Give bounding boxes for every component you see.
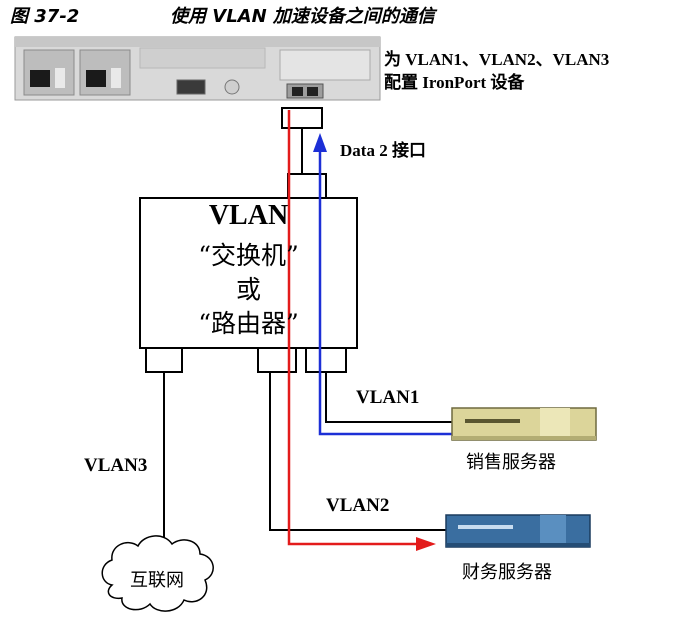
- red-arrowhead: [416, 537, 436, 551]
- internet-cloud-icon: [101, 535, 214, 612]
- finance-server-icon: [445, 514, 591, 548]
- sales-server-icon: [451, 407, 597, 441]
- vlan3-port: [145, 347, 183, 373]
- data2-port-label: Data 2 接口: [340, 141, 426, 160]
- vlan3-label: VLAN3: [84, 455, 148, 476]
- appliance-caption-line1: 为 VLAN1、VLAN2、VLAN3: [384, 50, 610, 69]
- vlan2-port: [257, 347, 297, 373]
- ironport-appliance: [14, 36, 381, 101]
- switch-line-4: “路由器”: [198, 309, 299, 338]
- blue-traffic-path: [318, 150, 452, 436]
- appliance-caption-line2: 配置 IronPort 设备: [384, 73, 525, 92]
- vlan1-cable: [325, 372, 452, 423]
- appliance-caption: 为 VLAN1、VLAN2、VLAN3 配置 IronPort 设备: [384, 48, 609, 94]
- blue-arrowhead: [313, 133, 327, 152]
- switch-line-3: 或: [235, 275, 261, 304]
- internet-label: 互联网: [130, 570, 184, 591]
- power-supply-1: [23, 49, 75, 96]
- finance-server-label: 财务服务器: [462, 562, 552, 583]
- vlan1-port: [305, 347, 347, 373]
- ethernet-ports: [286, 83, 324, 99]
- figure-number: 图 37-2: [10, 6, 80, 27]
- sales-server-label: 销售服务器: [466, 452, 556, 473]
- switch-title: VLAN: [208, 200, 289, 231]
- vlan1-label: VLAN1: [356, 387, 420, 408]
- figure-title: 图 37-2 使用 VLAN 加速设备之间的通信: [10, 2, 435, 28]
- red-traffic-path: [287, 110, 418, 546]
- switch-line-2: “交换机”: [198, 241, 299, 270]
- vlan2-label: VLAN2: [326, 495, 390, 516]
- power-supply-2: [79, 49, 131, 96]
- serial-port: [176, 79, 240, 95]
- vlan2-cable: [269, 372, 446, 531]
- figure-title-text: 使用 VLAN 加速设备之间的通信: [170, 6, 435, 27]
